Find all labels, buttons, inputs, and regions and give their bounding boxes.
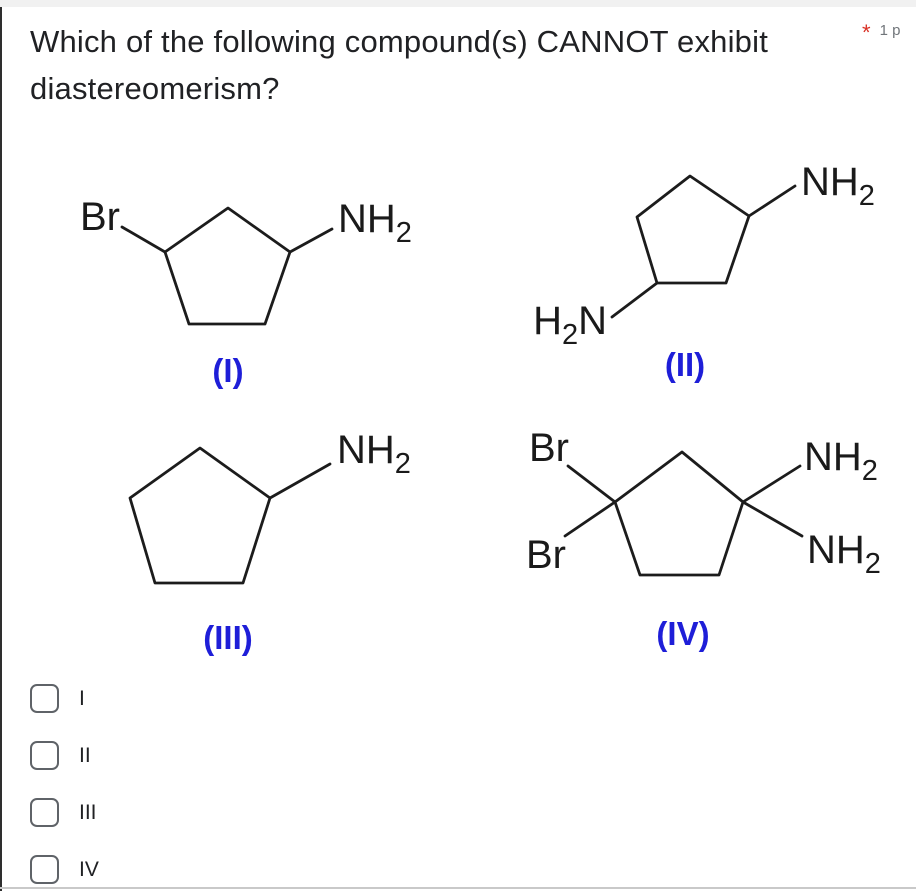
substituent-label-br: Br — [80, 195, 120, 239]
subscript-2: 2 — [862, 455, 878, 487]
compound-iv-figure: Br Br NH2 NH2 (IV) — [526, 426, 881, 652]
bond-br-top — [566, 464, 617, 504]
substituent-label-br-top: Br — [529, 426, 569, 470]
h-text: H — [533, 299, 562, 343]
cyclopentane-ring — [613, 450, 745, 577]
n-text: N — [578, 299, 607, 343]
bottom-divider — [0, 887, 916, 889]
bond-h2n — [610, 281, 659, 319]
nh-text: NH — [801, 160, 859, 204]
compound-i-figure: Br NH2 (I) — [80, 195, 412, 389]
compound-i-label: (I) — [212, 352, 243, 389]
substituent-label-nh2: NH2 — [337, 428, 411, 480]
bond-nh2-top — [741, 464, 802, 504]
checkbox-i[interactable] — [30, 684, 59, 713]
checkbox-iv[interactable] — [30, 855, 59, 884]
option-label-iv: IV — [79, 858, 99, 881]
substituent-label-h2n: H2N — [533, 299, 607, 351]
checkbox-ii[interactable] — [30, 741, 59, 770]
left-edge-border — [0, 7, 2, 891]
option-row-iii[interactable]: III — [30, 798, 99, 827]
points-area: * 1 p — [862, 20, 900, 44]
option-label-i: I — [79, 687, 85, 710]
top-edge-strip — [0, 0, 916, 7]
option-row-ii[interactable]: II — [30, 741, 99, 770]
subscript-2: 2 — [395, 448, 411, 480]
compound-iii-figure: NH2 (III) — [128, 428, 411, 656]
cyclopentane-ring — [128, 446, 272, 585]
bond-nh2-bottom — [741, 500, 804, 538]
compound-ii-figure: NH2 H2N (II) — [533, 160, 875, 383]
cyclopentane-ring — [163, 206, 292, 326]
option-row-i[interactable]: I — [30, 684, 99, 713]
required-asterisk: * — [862, 20, 871, 45]
nh-text: NH — [338, 197, 396, 241]
bond-nh2 — [288, 227, 334, 254]
compound-ii-label: (II) — [665, 346, 705, 383]
option-label-ii: II — [79, 744, 91, 767]
bond-nh2 — [747, 184, 797, 218]
points-label: 1 p — [879, 22, 901, 39]
substituent-label-nh2: NH2 — [801, 160, 875, 212]
subscript-2: 2 — [859, 180, 875, 212]
checkbox-iii[interactable] — [30, 798, 59, 827]
nh-text: NH — [807, 528, 865, 572]
compound-iii-label: (III) — [203, 619, 252, 656]
option-row-iv[interactable]: IV — [30, 855, 99, 884]
question-text-line2: diastereomerism? — [30, 71, 280, 106]
subscript-2: 2 — [562, 319, 578, 351]
substituent-label-nh2-top: NH2 — [804, 435, 878, 487]
options-list: I II III IV — [30, 684, 99, 891]
cyclopentane-ring — [635, 174, 751, 285]
subscript-2: 2 — [396, 217, 412, 249]
nh-text: NH — [337, 428, 395, 472]
nh-text: NH — [804, 435, 862, 479]
bond-br-bottom — [563, 500, 617, 538]
question-text-line1: Which of the following compound(s) CANNO… — [30, 24, 769, 59]
bond-nh2 — [268, 462, 332, 500]
substituent-label-nh2-bottom: NH2 — [807, 528, 881, 580]
compound-iv-label: (IV) — [656, 615, 709, 652]
question-text: Which of the following compound(s) CANNO… — [30, 18, 800, 112]
option-label-iii: III — [79, 801, 97, 824]
substituent-label-nh2: NH2 — [338, 197, 412, 249]
bond-br — [120, 225, 167, 254]
subscript-2: 2 — [865, 548, 881, 580]
substituent-label-br-bottom: Br — [526, 533, 566, 577]
